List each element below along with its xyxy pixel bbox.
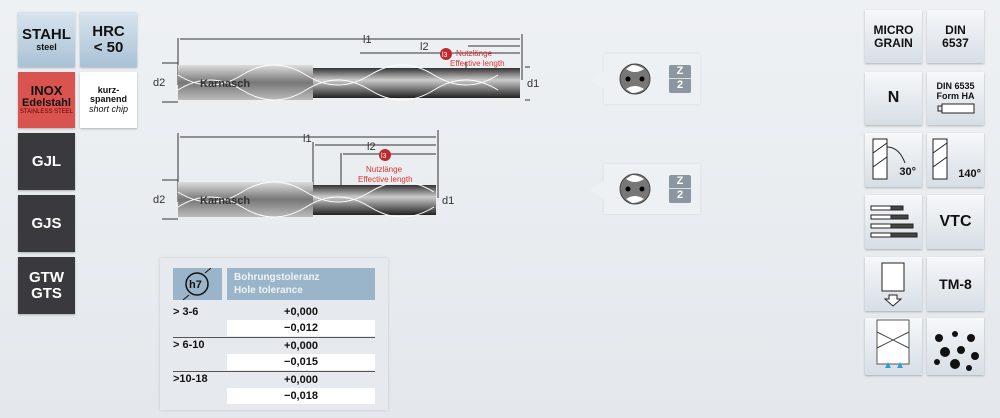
coolant-drops-icon	[934, 331, 979, 371]
tile-gjl: GJL	[18, 133, 75, 190]
header-en: Hole tolerance	[234, 285, 303, 296]
upper-value: +0,000	[227, 304, 375, 320]
dim-l2: l2	[420, 41, 429, 53]
tile-line: INOX	[30, 83, 63, 99]
note-en: Effective length	[358, 175, 413, 184]
tile-line: GTW	[29, 268, 64, 286]
cross-section-icon	[619, 63, 651, 95]
tile-line: MICRO	[873, 22, 914, 37]
tile-line: 6537	[942, 35, 969, 50]
point-angle-label: 140°	[958, 168, 981, 181]
tile-line: GJS	[31, 214, 62, 232]
note-de: Nutzlänge	[366, 165, 403, 174]
lower-value: −0,012	[227, 320, 375, 336]
internal-coolant-icon	[876, 319, 910, 368]
tile-line: GJL	[31, 152, 62, 170]
tolerance-symbol: h7	[189, 279, 202, 291]
tile-line: GRAIN	[874, 35, 913, 50]
cross-section-icon	[619, 173, 651, 205]
tile-line: < 50	[93, 38, 124, 56]
tile-internal-coolant	[865, 318, 922, 375]
dim-d2: d2	[153, 77, 165, 89]
tile-line: kurz-	[97, 84, 120, 95]
tile-coolant	[927, 318, 984, 375]
shank-down-arrow-icon	[881, 262, 905, 307]
tile-line: spanend	[89, 94, 127, 105]
length-variants-icon	[870, 205, 917, 238]
flute-z: Z	[676, 65, 684, 77]
tile-line: STAINLESS STEEL	[19, 109, 74, 116]
tool-drawings: l1 l2 l3 Nutzlänge Effective length d2 d…	[153, 34, 539, 220]
header-de: Bohrungstoleranz	[234, 272, 320, 283]
tile-line: short chip	[88, 103, 129, 114]
dim-d2: d2	[153, 194, 165, 206]
helix-angle-label: 30°	[899, 166, 916, 179]
tile-vtc: VTC	[927, 195, 984, 249]
h7-circle-icon: h7	[182, 267, 212, 301]
dim-d1: d1	[527, 78, 539, 90]
tile-steel: STAHL steel	[18, 12, 75, 67]
lower-value: −0,018	[227, 388, 375, 404]
flute-n: 2	[669, 78, 691, 92]
brand-logo: Karnasch	[200, 78, 250, 90]
upper-value: +0,000	[227, 338, 375, 354]
point-angle-icon	[932, 138, 948, 180]
tile-hrc: HRC < 50	[80, 12, 137, 67]
tile-point-140: 140°	[927, 133, 984, 187]
tile-gjs: GJS	[18, 195, 75, 252]
dim-l3: l3	[442, 52, 448, 59]
dim-l1: l1	[303, 133, 312, 145]
tile-line: HRC	[92, 22, 125, 40]
tile-line: steel	[36, 41, 57, 52]
tile-line: GTS	[31, 284, 62, 302]
range-label: > 6-10	[173, 339, 205, 351]
tile-line: DIN 6535	[936, 81, 975, 92]
tile-line: N	[887, 89, 900, 107]
tile-tm8: TM-8	[927, 257, 984, 311]
tile-type-n: N	[865, 72, 922, 125]
dim-l1: l1	[363, 34, 372, 46]
range-label: > 3-6	[173, 306, 199, 318]
tile-line: Edelstahl	[22, 96, 71, 109]
dim-l3: l3	[381, 153, 387, 160]
note-en: Effective length	[450, 59, 505, 68]
lower-value: −0,015	[227, 354, 375, 370]
tolerance-symbol-cell: h7	[173, 267, 222, 301]
tile-short-chip: kurz- spanend short chip	[80, 72, 137, 128]
note-de: Nutzlänge	[456, 49, 493, 58]
tile-line: TM-8	[939, 275, 972, 292]
tile-helix-30: 30°	[865, 133, 922, 187]
row-divider	[173, 337, 375, 338]
helix-angle-icon	[872, 138, 906, 180]
tile-line: VTC	[939, 212, 972, 230]
tile-length-variants	[865, 195, 922, 249]
tile-line: Form HA	[936, 90, 975, 101]
flute-n: 2	[669, 188, 691, 202]
dim-l2: l2	[367, 141, 376, 153]
upper-value: +0,000	[227, 372, 375, 388]
tile-line: DIN	[945, 22, 966, 37]
tile-shank-arrow	[865, 257, 922, 311]
flute-z: Z	[676, 175, 684, 187]
row-divider	[173, 371, 375, 372]
tile-inox: INOX Edelstahl STAINLESS STEEL	[18, 72, 75, 128]
range-label: >10-18	[173, 373, 208, 385]
shank-form-icon	[937, 103, 974, 114]
brand-logo: Karnasch	[200, 195, 250, 207]
tile-line: STAHL	[22, 25, 71, 43]
dim-d1: d1	[442, 195, 454, 207]
